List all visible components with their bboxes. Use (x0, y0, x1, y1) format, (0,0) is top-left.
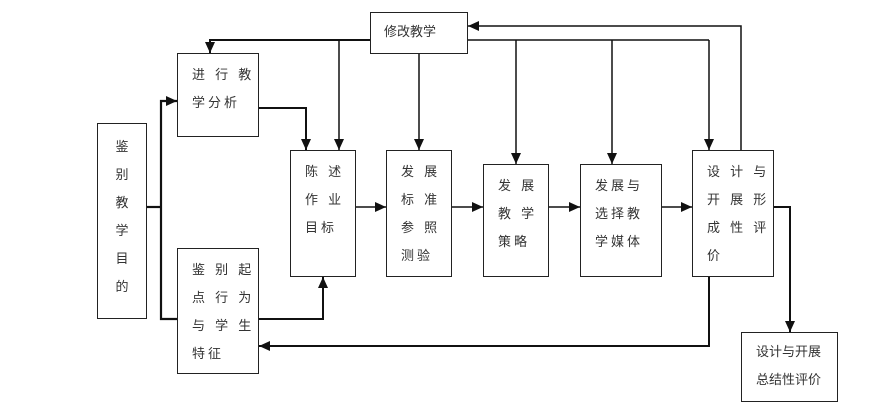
node-analysis: 进 行 教 学分析 (177, 53, 259, 137)
node-analysis-line: 进 行 教 (192, 68, 255, 83)
edge-entry-to-objectives (259, 277, 324, 320)
node-revise-line: 修改教学 (384, 25, 437, 40)
edge-formative-to-summative (774, 206, 791, 332)
edge-revise-to-analysis-arrowhead (205, 42, 215, 53)
edge-formative-to-summative-arrowhead (785, 321, 795, 332)
node-formative-line: 设 计 与 (707, 165, 770, 180)
node-summative-text: 设计与开展 总结性评价 (756, 339, 837, 395)
node-strategy-line: 教 学 (498, 207, 538, 222)
node-goal-line: 教 (115, 196, 129, 211)
edge-formative-to-revise (468, 25, 742, 150)
node-analysis-text: 进 行 教 学分析 (192, 62, 258, 118)
node-formative: 设 计 与 开 展 形 成 性 评 价 (692, 150, 774, 277)
edge-revise-to-objectives-arrowhead (334, 139, 344, 150)
node-objectives-line: 陈 述 (305, 165, 345, 180)
node-goal-line: 目 (115, 252, 129, 267)
node-revise: 修改教学 (370, 12, 468, 54)
node-tests: 发 展 标 准 参 照 测验 (386, 150, 452, 277)
edge-formative-to-entry (259, 277, 710, 347)
edge-entry-to-objectives-arrowhead (318, 277, 328, 288)
node-media: 发展与 选择教 学媒体 (580, 164, 662, 277)
edge-strategy-to-media-arrowhead (569, 202, 580, 212)
node-media-line: 发展与 (595, 179, 644, 194)
edge-revise-to-formative-arrowhead (704, 139, 714, 150)
node-entry-line: 特征 (192, 347, 225, 362)
edge-tests-to-strategy-arrowhead (472, 202, 483, 212)
node-analysis-line: 学分析 (192, 96, 241, 111)
node-strategy-text: 发 展 教 学 策略 (498, 173, 548, 257)
edge-analysis-to-objectives-arrowhead (301, 139, 311, 150)
node-objectives-line: 作 业 (305, 193, 345, 208)
node-media-line: 学媒体 (595, 235, 644, 250)
edge-revise-to-tests-arrowhead (414, 139, 424, 150)
node-tests-line: 测验 (401, 249, 434, 264)
node-entry-line: 点 行 为 (192, 291, 255, 306)
node-entry: 鉴 别 起 点 行 为 与 学 生 特征 (177, 248, 259, 374)
node-objectives: 陈 述 作 业 目标 (290, 150, 356, 277)
node-goal-text: 鉴 别 教 学 目 的 (98, 134, 146, 302)
node-strategy-line: 策略 (498, 235, 531, 250)
node-tests-line: 标 准 (401, 193, 441, 208)
node-strategy: 发 展 教 学 策略 (483, 164, 549, 277)
node-goal: 鉴 别 教 学 目 的 (97, 123, 147, 319)
edge-revise-to-analysis (209, 39, 370, 53)
node-strategy-line: 发 展 (498, 179, 538, 194)
node-goal-line: 学 (115, 224, 129, 239)
node-formative-text: 设 计 与 开 展 形 成 性 评 价 (707, 159, 773, 271)
node-entry-text: 鉴 别 起 点 行 为 与 学 生 特征 (192, 257, 258, 369)
node-summative-line: 总结性评价 (756, 373, 822, 388)
node-goal-line: 的 (115, 280, 129, 295)
node-summative: 设计与开展 总结性评价 (741, 332, 838, 402)
node-revise-text: 修改教学 (384, 19, 467, 47)
node-entry-line: 与 学 生 (192, 319, 255, 334)
edge-analysis-to-objectives (259, 107, 307, 150)
node-tests-line: 发 展 (401, 165, 441, 180)
node-formative-line: 成 性 评 (707, 221, 770, 236)
node-tests-text: 发 展 标 准 参 照 测验 (401, 159, 451, 271)
edge-goal-to-entry (159, 207, 177, 321)
node-tests-line: 参 照 (401, 221, 441, 236)
edge-formative-to-revise-arrowhead (468, 21, 479, 31)
node-objectives-text: 陈 述 作 业 目标 (305, 159, 355, 243)
node-summative-line: 设计与开展 (756, 345, 822, 360)
edge-goal-to-analysis-arrowhead (166, 96, 177, 106)
node-objectives-line: 目标 (305, 221, 338, 236)
node-goal-line: 别 (115, 168, 129, 183)
edge-revise-to-strategy-arrowhead (511, 153, 521, 164)
node-entry-line: 鉴 别 起 (192, 263, 255, 278)
edge-objectives-to-tests-arrowhead (375, 202, 386, 212)
edge-formative-to-entry-arrowhead (259, 341, 270, 351)
node-media-line: 选择教 (595, 207, 644, 222)
edge-revise-to-media-arrowhead (607, 153, 617, 164)
node-media-text: 发展与 选择教 学媒体 (595, 173, 661, 257)
node-formative-line: 开 展 形 (707, 193, 770, 208)
node-formative-line: 价 (707, 249, 724, 264)
edge-media-to-formative-arrowhead (681, 202, 692, 212)
node-goal-line: 鉴 (115, 140, 129, 155)
edge-goal-to-analysis (159, 99, 177, 207)
